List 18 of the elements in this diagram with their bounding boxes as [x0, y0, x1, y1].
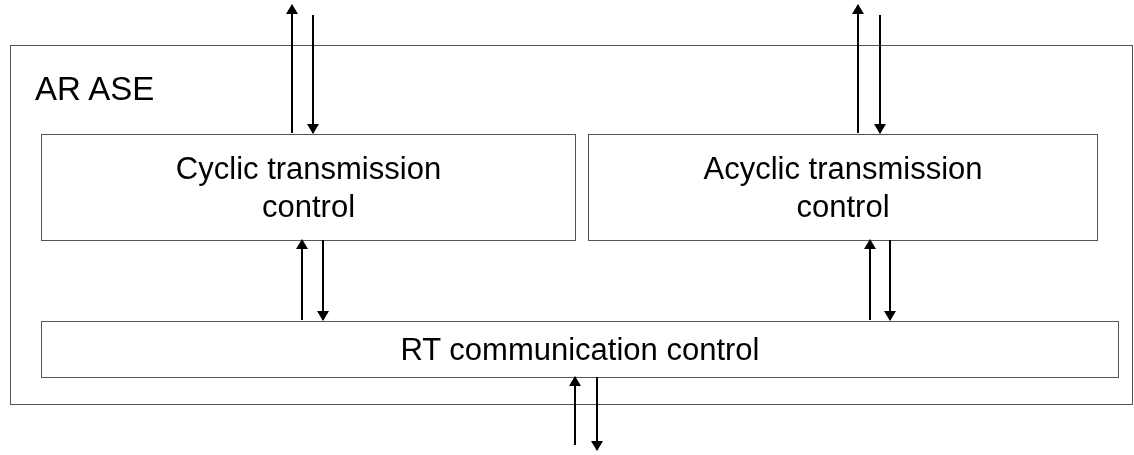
arrow: [296, 239, 308, 321]
group-title: AR ASE: [35, 72, 155, 105]
arrow: [286, 4, 298, 134]
box-label: Acyclic transmission control: [702, 149, 984, 226]
arrow: [317, 239, 329, 321]
arrow: [884, 239, 896, 321]
box-label: Cyclic transmission control: [174, 149, 443, 226]
process-box: [588, 134, 1098, 241]
box-label: RT communication control: [400, 330, 760, 369]
arrow: [864, 239, 876, 321]
arrow: [307, 14, 319, 134]
arrow: [591, 376, 603, 451]
arrow: [852, 4, 864, 134]
arrow: [874, 14, 886, 134]
process-box: [41, 321, 1119, 378]
group-box: [10, 45, 1133, 405]
arrow: [569, 376, 581, 446]
process-box: [41, 134, 576, 241]
